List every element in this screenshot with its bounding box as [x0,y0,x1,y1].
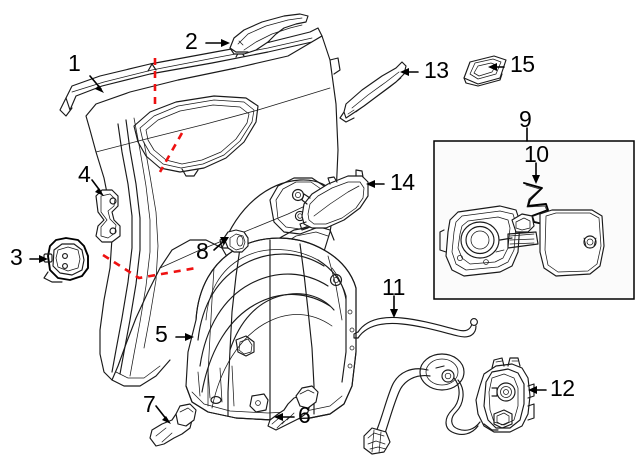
inset-fuel-filler-housing-detail [433,140,635,300]
part-roof-drip-molding [229,13,309,55]
arrowhead-12 [528,386,537,394]
callout-label-12[interactable]: 12 [550,375,575,401]
arrowhead-3 [39,255,48,263]
cut-lines-group [102,58,197,280]
part-fuel-door-release-cable [353,316,478,339]
leader-lines-group [29,39,547,424]
callout-label-10[interactable]: 10 [524,141,549,167]
arrowhead-2 [221,39,230,47]
callout-label-2[interactable]: 2 [185,28,198,54]
arrowhead-11 [390,309,398,318]
arrowhead-6 [274,413,283,421]
arrowhead-7 [162,416,171,424]
callout-label-14[interactable]: 14 [390,169,415,195]
callout-label-4[interactable]: 4 [78,161,91,187]
callout-label-15[interactable]: 15 [510,51,535,77]
arrowhead-4 [95,188,104,196]
callout-label-11[interactable]: 11 [382,274,405,300]
callout-label-6[interactable]: 6 [298,402,311,428]
arrowhead-14 [366,180,375,188]
part-push-pin-retainer [149,403,197,447]
arrowhead-13 [400,68,409,76]
part-wheelhouse-liner [185,237,357,421]
callout-label-8[interactable]: 8 [196,238,209,264]
part-hex-flange-screw [267,385,319,431]
leader-8 [213,240,225,251]
callout-label-1[interactable]: 1 [68,50,81,76]
callout-label-3[interactable]: 3 [10,244,23,270]
cut-line-lower-rocker [102,253,197,280]
part-fuel-door-hinge [499,213,549,253]
arrowhead-5 [185,333,194,341]
part-quarter-glass-molding [339,61,407,123]
callout-label-5[interactable]: 5 [155,321,168,347]
callout-label-13[interactable]: 13 [424,57,449,83]
part-reinforcement-bracket [95,189,121,243]
arrowhead-10 [532,175,540,184]
arrowhead-15 [488,63,497,71]
part-fuel-door-actuator-assembly [363,353,535,455]
part-fuel-door-flap-open [539,209,605,277]
callout-label-9[interactable]: 9 [519,106,532,132]
part-fuel-door-hinge-bracket [43,237,89,283]
part-body-plug-grommet [463,55,507,87]
arrowhead-8 [220,237,229,245]
arrowhead-1 [95,85,104,93]
part-fuel-filler-door-outer [299,169,369,231]
callout-label-7[interactable]: 7 [143,391,156,417]
